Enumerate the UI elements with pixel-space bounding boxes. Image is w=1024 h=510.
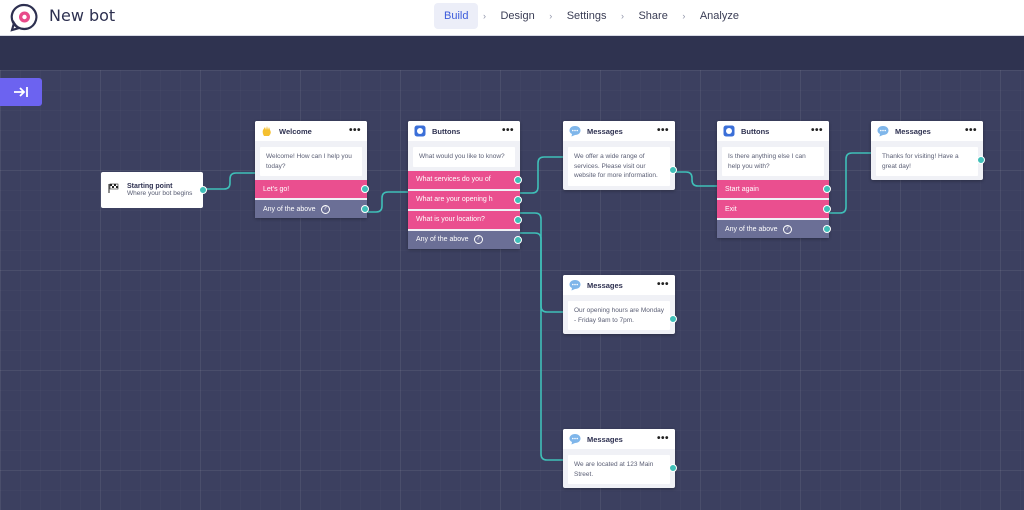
node-header: Welcome ••• xyxy=(255,121,367,141)
node-header: Messages ••• xyxy=(563,429,675,449)
message-bubble[interactable]: Is there anything else I can help you wi… xyxy=(722,147,824,176)
button-label: Let's go! xyxy=(263,185,290,193)
button-lets-go[interactable]: Let's go! xyxy=(255,180,369,198)
expand-panel-button[interactable] xyxy=(0,78,42,106)
checkered-flag-icon xyxy=(108,183,119,197)
more-options-icon[interactable]: ••• xyxy=(656,125,669,136)
output-port[interactable] xyxy=(514,235,522,244)
more-options-icon[interactable]: ••• xyxy=(964,125,977,136)
button-label: Exit xyxy=(725,205,737,213)
button-label: What services do you of xyxy=(416,176,491,183)
node-title: Messages xyxy=(587,280,623,290)
output-port[interactable] xyxy=(977,156,985,164)
messages-node-services[interactable]: Messages ••• We offer a wide range of se… xyxy=(563,121,677,190)
node-title: Welcome xyxy=(279,126,312,136)
main-nav: Build › Design › Settings › Share › Anal… xyxy=(434,3,749,29)
more-options-icon[interactable]: ••• xyxy=(810,125,823,136)
waving-hand-icon xyxy=(261,125,273,137)
tab-build[interactable]: Build xyxy=(434,3,479,29)
help-icon[interactable]: ? xyxy=(473,235,483,244)
speech-bubble-icon xyxy=(569,125,581,137)
flow-canvas[interactable] xyxy=(0,70,1024,510)
more-options-icon[interactable]: ••• xyxy=(656,433,669,444)
button-label: Start again xyxy=(725,185,759,193)
output-port[interactable] xyxy=(823,185,831,193)
buttons-icon xyxy=(414,125,426,137)
output-port[interactable] xyxy=(199,186,207,194)
output-port[interactable] xyxy=(669,464,677,472)
button-exit[interactable]: Exit xyxy=(717,200,831,218)
start-title: Starting point xyxy=(127,182,173,190)
button-label: Any of the above xyxy=(263,205,316,213)
tab-design[interactable]: Design xyxy=(500,10,535,22)
message-bubble[interactable]: We are located at 123 Main Street. xyxy=(568,455,670,484)
buttons-node-menu[interactable]: Buttons ••• What would you like to know?… xyxy=(408,121,522,249)
chevron-right-icon: › xyxy=(620,11,624,21)
button-label: What are your opening h xyxy=(416,196,493,203)
node-title: Messages xyxy=(895,126,931,136)
arrow-to-right-icon xyxy=(14,87,28,97)
messages-node-thanks[interactable]: Messages ••• Thanks for visiting! Have a… xyxy=(871,121,985,180)
help-icon[interactable]: ? xyxy=(782,224,792,234)
message-bubble[interactable]: Our opening hours are Monday - Friday 9a… xyxy=(568,301,670,330)
button-start-again[interactable]: Start again xyxy=(717,180,831,198)
node-header: Messages ••• xyxy=(871,121,983,141)
node-header: Buttons ••• xyxy=(408,121,520,141)
output-port[interactable] xyxy=(514,195,522,204)
top-bar: New bot Build › Design › Settings › Shar… xyxy=(0,0,1024,36)
button-label: Any of the above xyxy=(416,236,469,243)
node-title: Messages xyxy=(587,126,623,136)
more-options-icon[interactable]: ••• xyxy=(348,125,361,136)
message-bubble[interactable]: What would you like to know? xyxy=(413,147,515,167)
more-options-icon[interactable]: ••• xyxy=(656,279,669,290)
button-opening-hours[interactable]: What are your opening h xyxy=(408,190,522,209)
output-port[interactable] xyxy=(823,205,831,213)
help-icon[interactable]: ? xyxy=(320,204,330,214)
buttons-icon xyxy=(723,125,735,137)
chevron-right-icon: › xyxy=(549,11,553,21)
button-any-of-the-above[interactable]: Any of the above ? xyxy=(408,230,522,249)
message-bubble[interactable]: We offer a wide range of services. Pleas… xyxy=(568,147,670,186)
bot-name[interactable]: New bot xyxy=(49,6,116,25)
more-options-icon[interactable]: ••• xyxy=(501,125,514,136)
button-label: What is your location? xyxy=(416,216,485,223)
output-port[interactable] xyxy=(361,185,369,193)
output-port[interactable] xyxy=(669,166,677,174)
output-port[interactable] xyxy=(514,215,522,224)
output-port[interactable] xyxy=(669,315,677,323)
starting-point-node[interactable]: Starting point Where your bot begins xyxy=(101,172,207,208)
speech-bubble-icon xyxy=(877,125,889,137)
messages-node-hours[interactable]: Messages ••• Our opening hours are Monda… xyxy=(563,275,677,334)
chevron-right-icon: › xyxy=(482,11,486,21)
node-header: Messages ••• xyxy=(563,121,675,141)
node-title: Messages xyxy=(587,434,623,444)
button-label: Any of the above xyxy=(725,225,778,233)
welcome-node[interactable]: Welcome ••• Welcome! How can I help you … xyxy=(255,121,369,218)
button-any-of-the-above[interactable]: Any of the above ? xyxy=(255,200,369,218)
message-bubble[interactable]: Welcome! How can I help you today? xyxy=(260,147,362,176)
output-port[interactable] xyxy=(361,205,369,213)
node-title: Buttons xyxy=(741,126,770,136)
message-bubble[interactable]: Thanks for visiting! Have a great day! xyxy=(876,147,978,176)
buttons-node-followup[interactable]: Buttons ••• Is there anything else I can… xyxy=(717,121,831,238)
node-header: Buttons ••• xyxy=(717,121,829,141)
button-services[interactable]: What services do you of xyxy=(408,170,522,189)
button-any-of-the-above[interactable]: Any of the above ? xyxy=(717,220,831,238)
tab-share[interactable]: Share xyxy=(638,10,668,22)
tab-settings[interactable]: Settings xyxy=(566,10,607,22)
chevron-right-icon: › xyxy=(682,11,686,21)
tab-analyze[interactable]: Analyze xyxy=(699,10,739,22)
toolbar-band xyxy=(0,36,1024,70)
messages-node-location[interactable]: Messages ••• We are located at 123 Main … xyxy=(563,429,677,488)
output-port[interactable] xyxy=(823,225,831,233)
output-port[interactable] xyxy=(514,175,522,184)
speech-bubble-icon xyxy=(569,279,581,291)
bot-logo-icon[interactable] xyxy=(10,3,39,32)
button-location[interactable]: What is your location? xyxy=(408,210,522,229)
node-title: Buttons xyxy=(432,126,461,136)
start-subtitle: Where your bot begins xyxy=(127,189,193,197)
node-header: Messages ••• xyxy=(563,275,675,295)
speech-bubble-icon xyxy=(569,433,581,445)
